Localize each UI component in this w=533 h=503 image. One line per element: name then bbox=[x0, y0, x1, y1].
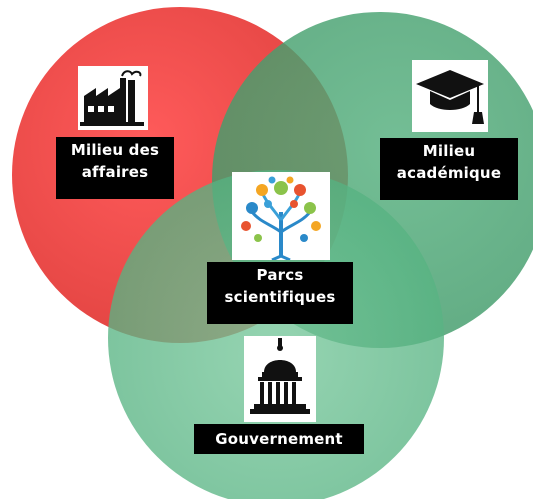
business-label: Milieu des affaires bbox=[56, 137, 174, 199]
science-parks-label: Parcs scientifiques bbox=[207, 262, 353, 324]
capitol-dome-icon bbox=[244, 336, 316, 422]
academic-label: Milieu académique bbox=[380, 138, 518, 200]
science-tree-icon bbox=[232, 172, 330, 260]
government-label: Gouvernement bbox=[194, 424, 364, 454]
factory-icon bbox=[78, 66, 148, 130]
graduation-cap-icon bbox=[412, 60, 488, 132]
